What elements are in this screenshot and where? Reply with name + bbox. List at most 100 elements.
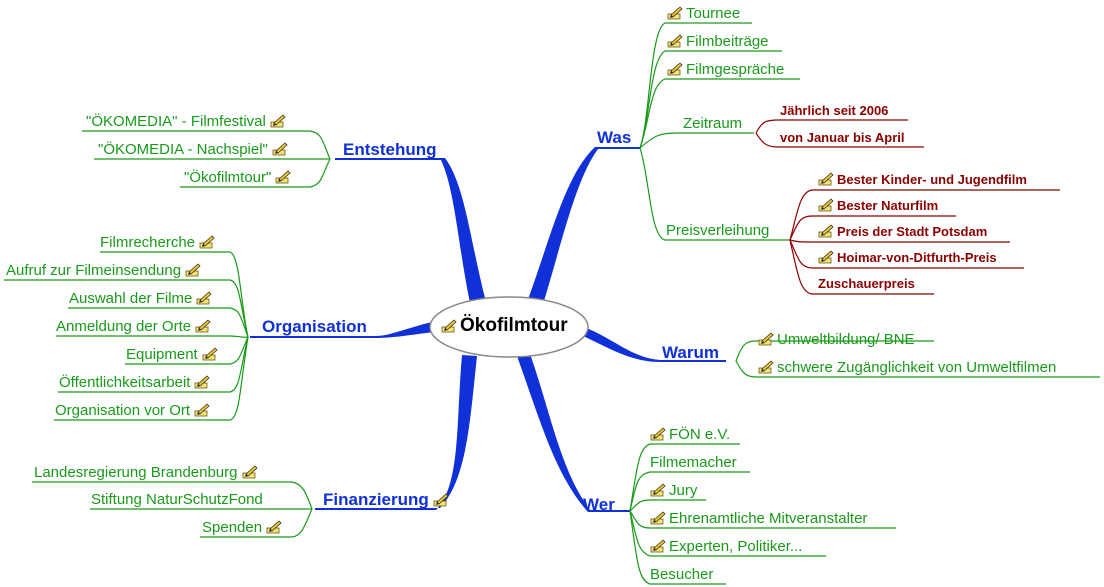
pencil-note-icon [667,62,683,76]
pencil-note-icon [199,235,215,249]
branch-wer[interactable]: Wer [583,495,615,514]
preis-item[interactable]: Preis der Stadt Potsdam [818,223,987,241]
pencil-note-icon [650,483,666,497]
pencil-note-icon [818,198,834,212]
organisation-item[interactable]: Anmeldung der Orte [56,318,211,336]
entstehung-item[interactable]: "ÖKOMEDIA" - Filmfestival [86,113,286,131]
branch-organisation-connector [250,322,434,338]
branch-was-connector [527,147,640,304]
zeitraum-item[interactable]: von Januar bis April [780,130,905,145]
preis-item[interactable]: Zuschauerpreis [818,276,915,291]
wer-item[interactable]: Filmemacher [650,454,737,471]
entstehung-item[interactable]: "ÖKOMEDIA - Nachspiel" [98,141,288,159]
pencil-note-icon [818,172,834,186]
wer-item-label: Jury [669,482,698,499]
preis-item[interactable]: Bester Kinder- und Jugendfilm [818,171,1027,189]
pencil-note-icon [194,403,210,417]
pencil-note-icon [242,465,258,479]
branch-finanzierung-label: Finanzierung [323,490,429,509]
was-tournee[interactable]: Tournee [667,5,740,23]
wer-item[interactable]: Besucher [650,566,714,583]
finanzierung-item[interactable]: Landesregierung Brandenburg [34,464,258,482]
finanzierung-item-label: Landesregierung Brandenburg [34,464,238,481]
pencil-note-icon [275,170,291,184]
organisation-item[interactable]: Filmrecherche [100,234,215,252]
pencil-note-icon [650,511,666,525]
preis-item-label: Bester Naturfilm [837,198,939,213]
organisation-item-label: Auswahl der Filme [69,290,193,307]
central-node-shape [429,296,589,358]
was-preisverleihung[interactable]: Preisverleihung [666,222,770,239]
wer-item-label: FÖN e.V. [669,426,731,443]
pencil-note-icon [650,539,666,553]
wer-item[interactable]: Jury [650,482,697,500]
organisation-item-label: Aufruf zur Filmeinsendung [6,262,182,279]
was-filmbeitraege[interactable]: Filmbeiträge [667,33,769,51]
pencil-note-icon [433,493,449,507]
organisation-item-label: Equipment [126,346,198,363]
pencil-note-icon [818,224,834,238]
wer-item-label: Experten, Politiker... [669,538,803,555]
pencil-note-icon [818,250,834,264]
organisation-item[interactable]: Organisation vor Ort [55,402,210,420]
organisation-item[interactable]: Equipment [126,346,218,364]
organisation-item-label: Filmrecherche [100,234,196,251]
was-zeitraum[interactable]: Zeitraum [683,115,743,132]
zeitraum-item[interactable]: Jährlich seit 2006 [780,103,889,118]
entstehung-item[interactable]: "Ökofilmtour" [184,169,291,187]
was-filmgespraeche-label: Filmgespräche [686,61,785,78]
entstehung-item-label: "ÖKOMEDIA" - Filmfestival [86,113,266,130]
organisation-item[interactable]: Öffentlichkeitsarbeit [59,374,211,392]
preis-item-label: Hoimar-von-Ditfurth-Preis [837,250,997,265]
pencil-note-icon [272,142,288,156]
preis-item[interactable]: Hoimar-von-Ditfurth-Preis [818,249,997,267]
organisation-item[interactable]: Auswahl der Filme [69,290,212,308]
entstehung-item-label: "ÖKOMEDIA - Nachspiel" [98,141,268,158]
central-node[interactable]: Ökofilmtour [441,315,568,336]
pencil-note-icon [667,6,683,20]
was-filmgespraeche[interactable]: Filmgespräche [667,61,784,79]
pencil-note-icon [266,520,282,534]
warum-item-label: Umweltbildung/ BNE [777,331,915,348]
preis-item[interactable]: Bester Naturfilm [818,197,938,215]
was-filmbeitraege-label: Filmbeiträge [686,33,769,50]
wer-item-label: Ehrenamtliche Mitveranstalter [669,510,868,527]
branch-finanzierung-connector [315,355,477,510]
preis-item-label: Bester Kinder- und Jugendfilm [837,172,1027,187]
pencil-note-icon [441,319,457,333]
branch-organisation[interactable]: Organisation [262,317,367,336]
branch-was[interactable]: Was [597,128,632,147]
wer-item[interactable]: Ehrenamtliche Mitveranstalter [650,510,867,528]
pencil-note-icon [185,263,201,277]
finanzierung-item-label: Spenden [202,519,263,536]
organisation-item-label: Organisation vor Ort [55,402,191,419]
wer-item[interactable]: FÖN e.V. [650,426,730,444]
preis-item-label: Preis der Stadt Potsdam [837,224,988,239]
branch-warum-connector [576,325,726,362]
warum-item[interactable]: Umweltbildung/ BNE [758,331,915,349]
warum-item[interactable]: schwere Zugänglichkeit von Umweltfilmen [758,359,1056,377]
entstehung-item-label: "Ökofilmtour" [184,169,272,186]
pencil-note-icon [758,360,774,374]
branch-entstehung-connector [335,158,486,303]
finanzierung-item[interactable]: Spenden [202,519,282,537]
pencil-note-icon [667,34,683,48]
wer-item[interactable]: Experten, Politiker... [650,538,802,556]
organisation-item[interactable]: Aufruf zur Filmeinsendung [6,262,201,280]
organisation-item-label: Öffentlichkeitsarbeit [59,374,191,391]
pencil-note-icon [195,319,211,333]
pencil-note-icon [194,375,211,389]
pencil-note-icon [202,347,218,361]
warum-item-label: schwere Zugänglichkeit von Umweltfilmen [777,359,1057,376]
branch-wer-connector [517,354,630,512]
organisation-item-label: Anmeldung der Orte [56,318,192,335]
branch-finanzierung[interactable]: Finanzierung [323,491,449,509]
was-tournee-label: Tournee [686,5,741,22]
branch-warum[interactable]: Warum [662,343,719,362]
pencil-note-icon [758,332,774,346]
pencil-note-icon [270,114,286,128]
finanzierung-item[interactable]: Stiftung NaturSchutzFond [91,491,263,508]
branch-entstehung[interactable]: Entstehung [343,140,437,159]
central-node-label: Ökofilmtour [460,315,568,336]
